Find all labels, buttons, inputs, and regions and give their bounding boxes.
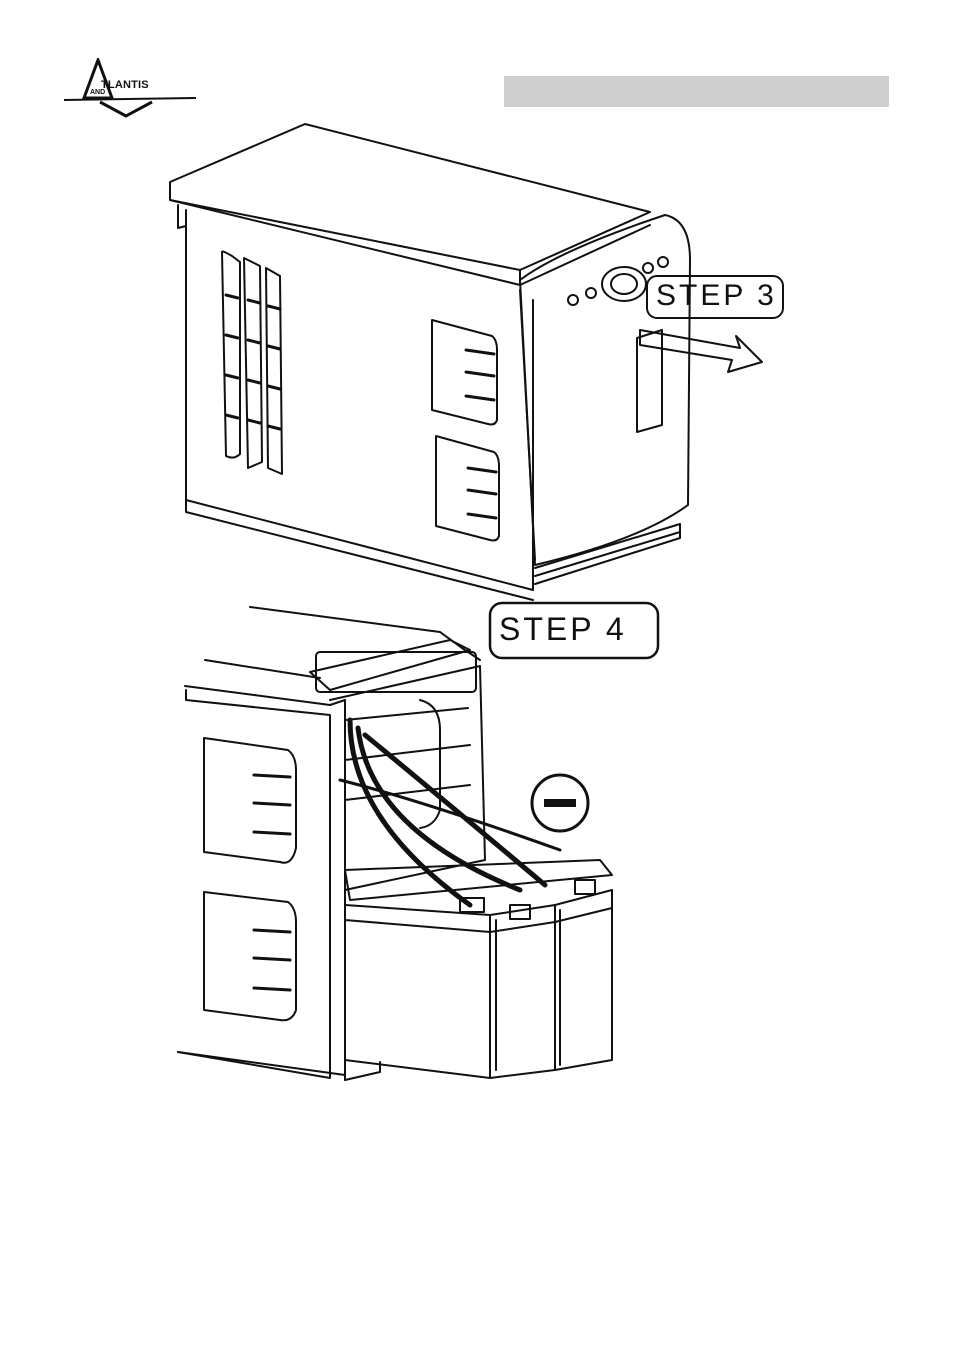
- minus-icon: [532, 775, 588, 831]
- ups-unit-step4: [178, 607, 612, 1080]
- ups-unit-step3: [170, 124, 762, 600]
- step4-label: STEP 4: [499, 613, 627, 645]
- step3-label: STEP 3: [656, 281, 777, 311]
